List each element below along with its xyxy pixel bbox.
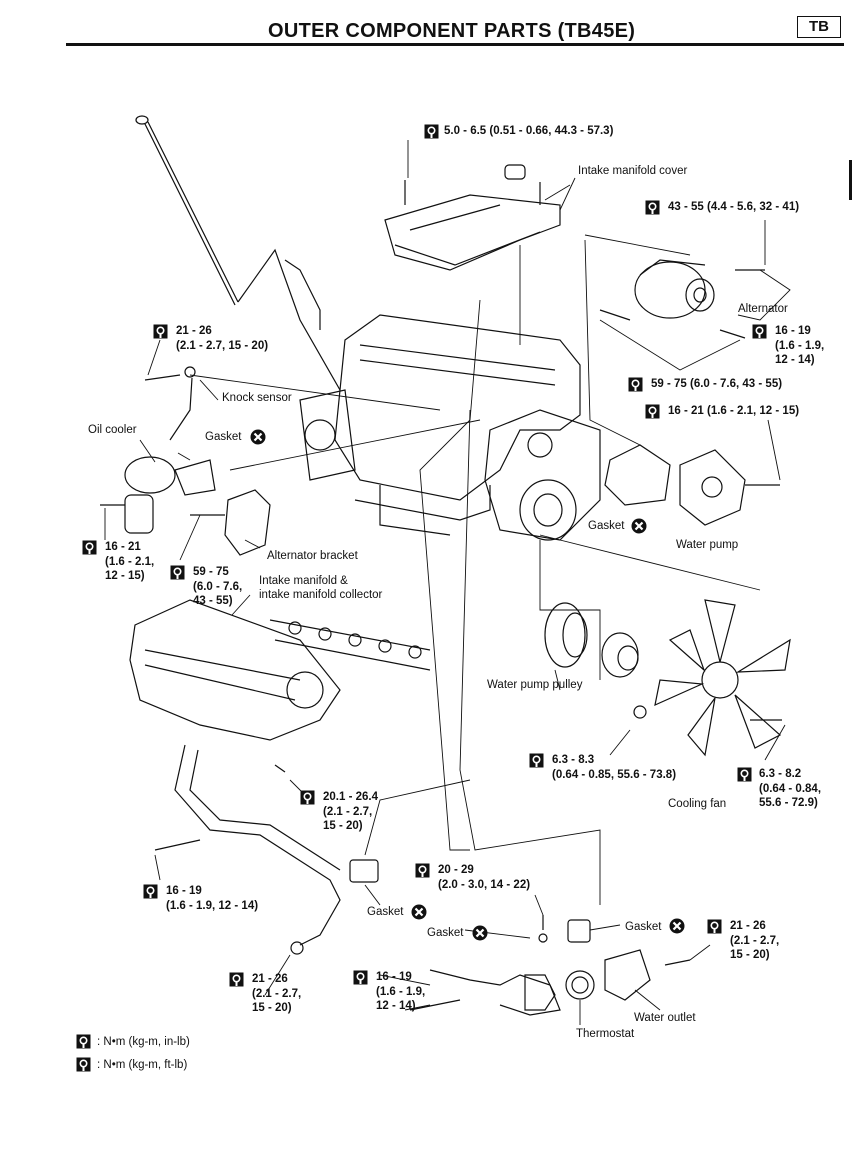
label-alternator: Alternator [738, 303, 788, 315]
label-gasket-oil-cooler: Gasket [205, 431, 242, 443]
intake-manifold-drawing [129, 599, 431, 773]
label-gasket-water-pump: Gasket [588, 520, 625, 532]
torque-wrench-icon [415, 863, 430, 878]
torque-wrench-icon [707, 919, 722, 934]
label-intake-manifold-cover: Intake manifold cover [578, 165, 688, 177]
torque-wrench-icon [424, 124, 439, 139]
oil-cooler-drawing [100, 456, 216, 534]
label-water-pump: Water pump [676, 539, 739, 551]
oil-dipstick [135, 115, 341, 391]
torque-wrench-icon [143, 884, 158, 899]
torque-oil-cooler: 16 - 21 (1.6 - 2.1, 12 - 15) [105, 541, 155, 582]
label-cooling-fan: Cooling fan [668, 798, 727, 810]
torque-knock-sensor: 21 - 26 (2.1 - 2.7, 15 - 20) [176, 325, 269, 352]
circle-x-icon [631, 518, 647, 534]
label-water-outlet: Water outlet [634, 1012, 696, 1024]
label-knock-sensor: Knock sensor [222, 392, 292, 404]
torque-temp-sensor: 20 - 29 (2.0 - 3.0, 14 - 22) [438, 864, 531, 891]
torque-wrench-icon [645, 200, 660, 215]
torque-wrench-icon [353, 970, 368, 985]
circle-x-icon [250, 429, 266, 445]
label-thermostat: Thermostat [576, 1028, 635, 1040]
torque-pulley: 6.3 - 8.3 (0.64 - 0.85, 55.6 - 73.8) [552, 754, 677, 781]
torque-intake-cover: 5.0 - 6.5 (0.51 - 0.66, 44.3 - 57.3) [444, 125, 614, 137]
alternator-bracket-drawing [190, 489, 271, 556]
circle-x-icon [411, 904, 427, 920]
torque-wrench-icon [628, 377, 643, 392]
label-gasket-housing: Gasket [625, 921, 662, 933]
torque-wrench-icon [529, 753, 544, 768]
torque-thermostat-housing: 16 - 19 (1.6 - 1.9, 12 - 14) [376, 971, 426, 1012]
torque-pipe-nut: 21 - 26 (2.1 - 2.7, 15 - 20) [252, 973, 302, 1014]
torque-wrench-icon [645, 404, 660, 419]
page-title: OUTER COMPONENT PARTS (TB45E) [268, 20, 636, 42]
legend-ft-lb: : N•m (kg-m, ft-lb) [97, 1059, 188, 1071]
section-tag: TB [797, 16, 841, 38]
margin-tab-mark [849, 160, 852, 200]
knock-sensor-drawing [144, 366, 196, 441]
label-gasket-pipe: Gasket [367, 906, 404, 918]
legend-in-lb: : N•m (kg-m, in-lb) [97, 1036, 190, 1048]
thermostat-housing-drawing [409, 915, 691, 1016]
torque-wrench-icon [229, 972, 244, 987]
torque-wrench-icon [300, 790, 315, 805]
torque-wrench-icon [76, 1034, 91, 1049]
torque-water-outlet: 21 - 26 (2.1 - 2.7, 15 - 20) [730, 920, 780, 961]
title-rule [66, 43, 844, 46]
torque-wrench-icon [170, 565, 185, 580]
torque-wrench-icon [153, 324, 168, 339]
torque-cooling-fan: 6.3 - 8.2 (0.64 - 0.84, 55.6 - 72.9) [759, 768, 822, 809]
label-oil-cooler: Oil cooler [88, 424, 137, 436]
label-alternator-bracket: Alternator bracket [267, 550, 358, 562]
torque-water-pump: 16 - 21 (1.6 - 2.1, 12 - 15) [668, 405, 800, 417]
water-pipe-drawing [154, 744, 379, 955]
torque-wrench-icon [737, 767, 752, 782]
circle-x-icon [472, 925, 488, 941]
torque-alternator-adjust: 16 - 19 (1.6 - 1.9, 12 - 14) [775, 325, 825, 366]
torque-wrench-icon [76, 1057, 91, 1072]
torque-alternator-bracket: 59 - 75 (6.0 - 7.6, 43 - 55) [193, 566, 243, 607]
alternator-drawing [599, 259, 765, 339]
torque-alternator-mount: 59 - 75 (6.0 - 7.6, 43 - 55) [651, 378, 783, 390]
water-pump-pulley-drawing [544, 602, 647, 719]
torque-water-pipe: 16 - 19 (1.6 - 1.9, 12 - 14) [166, 885, 259, 912]
torque-intake-manifold: 20.1 - 26.4 (2.1 - 2.7, 15 - 20) [323, 791, 378, 832]
label-gasket-sensor: Gasket [427, 927, 464, 939]
label-water-pump-pulley: Water pump pulley [487, 679, 583, 691]
torque-wrench-icon [752, 324, 767, 339]
torque-alternator-upper: 43 - 55 (4.4 - 5.6, 32 - 41) [668, 201, 800, 213]
cooling-fan-drawing [654, 599, 791, 757]
front-cover-drawing [484, 409, 601, 541]
circle-x-icon [669, 918, 685, 934]
intake-manifold-cover-drawing [384, 164, 561, 271]
torque-wrench-icon [82, 540, 97, 555]
water-pump-drawing [604, 444, 780, 526]
engine-block-drawing [299, 314, 581, 536]
label-intake-manifold: Intake manifold & intake manifold collec… [259, 575, 383, 601]
